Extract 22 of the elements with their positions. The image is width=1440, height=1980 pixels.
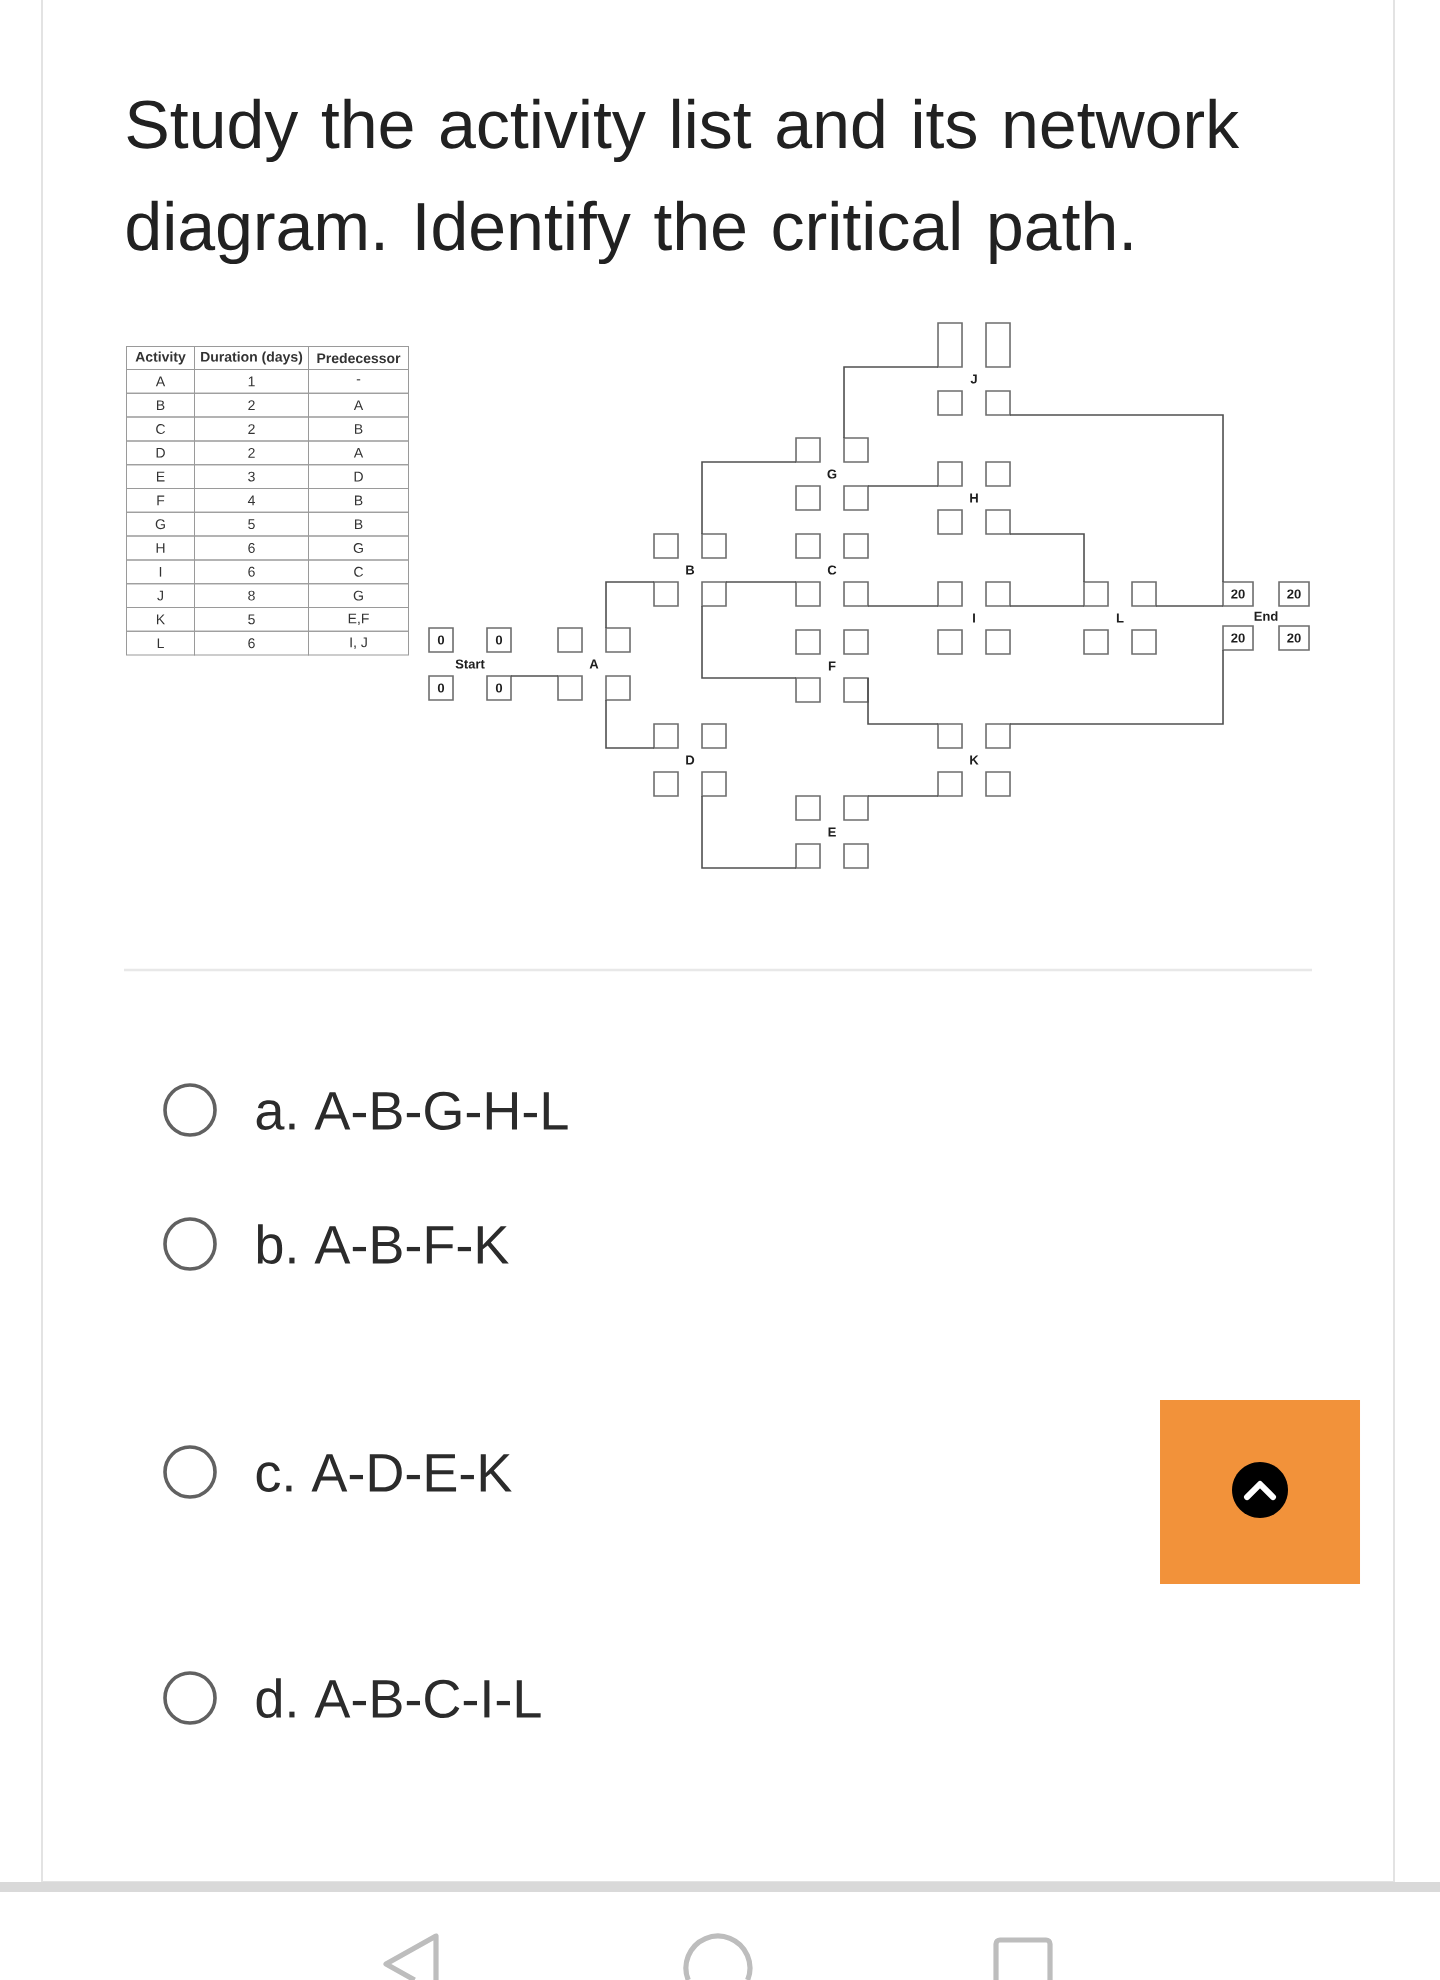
option-text: d. A-B-C-I-L: [256, 1678, 541, 1718]
connector-line: [1009, 605, 1085, 607]
connector-line: [1009, 414, 1224, 583]
connector-line: [701, 605, 797, 679]
connector-line: [1009, 533, 1085, 583]
connector-line: [867, 605, 939, 607]
connector-line: [1155, 605, 1224, 607]
connector-line: [510, 675, 559, 677]
connector-line: [701, 795, 797, 869]
connector-line: [605, 581, 655, 629]
option-text: a. A-B-G-H-L: [256, 1091, 568, 1130]
connector-line: [867, 795, 939, 797]
connector-line: [867, 485, 939, 487]
question-text: Study the activity list and its network diagram. Identify the critical path.: [127, 98, 1240, 265]
option-text: b. A-B-F-K: [257, 1224, 509, 1264]
connector-line: [605, 699, 655, 749]
connector-line: [725, 581, 797, 583]
connector-line: [867, 677, 939, 725]
connector-line: [701, 461, 797, 535]
connector-line: [1009, 649, 1224, 725]
option-text: c. A-D-E-K: [256, 1454, 512, 1492]
connector-line: [843, 366, 939, 439]
